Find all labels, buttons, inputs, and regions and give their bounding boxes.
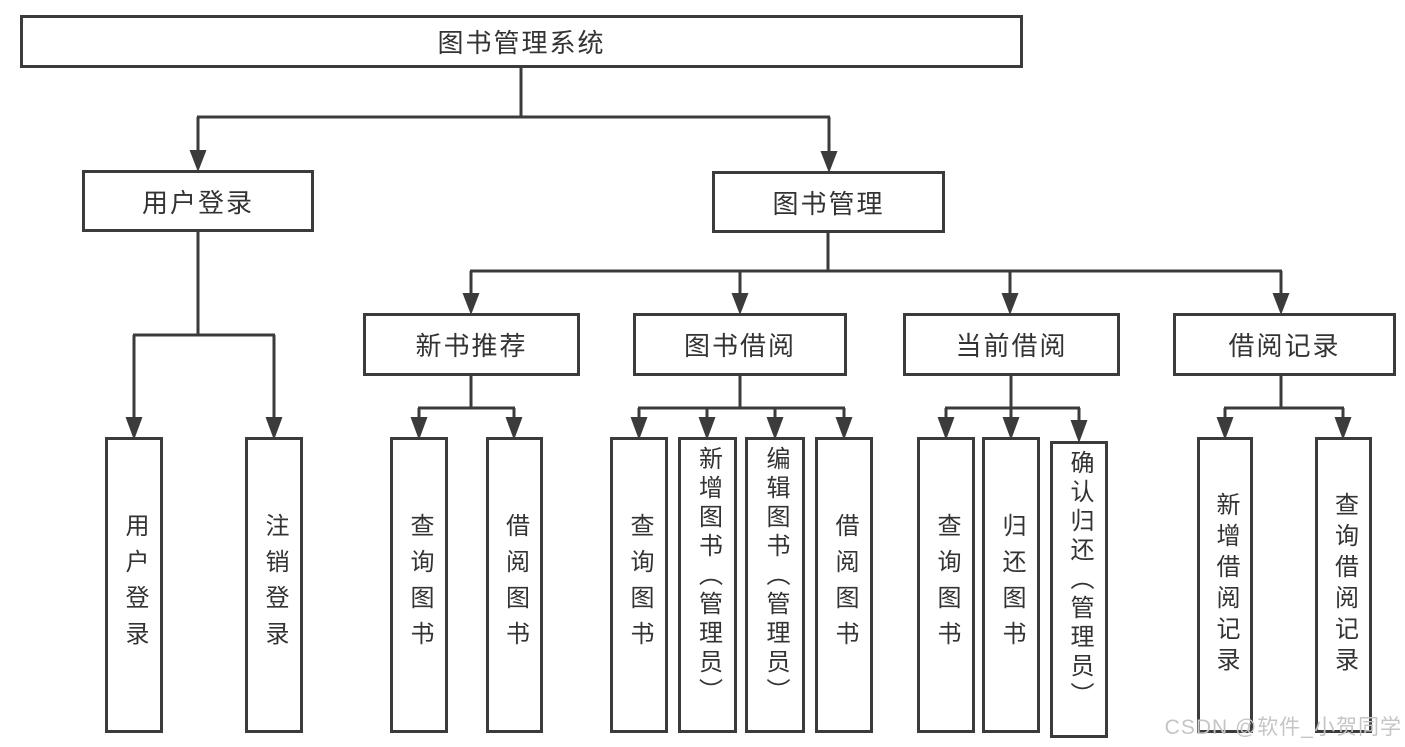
leaf-logout: 注销登录 (245, 437, 303, 733)
leaf-confirm-return-admin-label: 确认归还（管理员） (1066, 450, 1093, 711)
leaf-return-books-label: 归还图书 (998, 513, 1025, 657)
leaf-query-books-current-label: 查询图书 (933, 513, 960, 657)
node-borrow-records: 借阅记录 (1173, 313, 1396, 376)
leaf-confirm-return-admin: 确认归还（管理员） (1050, 441, 1108, 738)
leaf-logout-label: 注销登录 (261, 513, 288, 657)
node-user-login-label: 用户登录 (141, 187, 254, 218)
leaf-add-book-admin: 新增图书（管理员） (678, 437, 737, 733)
leaf-borrow-books-recommend-label: 借阅图书 (501, 513, 529, 657)
leaf-query-books-borrow: 查询图书 (610, 437, 668, 733)
leaf-edit-book-admin: 编辑图书（管理员） (745, 437, 805, 733)
node-book-management: 图书管理 (712, 171, 945, 233)
node-current-borrow-label: 当前借阅 (955, 331, 1068, 361)
leaf-query-books-current: 查询图书 (917, 437, 975, 733)
node-book-borrow-label: 图书借阅 (683, 331, 796, 361)
leaf-return-books: 归还图书 (982, 437, 1040, 733)
node-book-borrow: 图书借阅 (633, 313, 847, 376)
leaf-borrow-books-label: 借阅图书 (831, 513, 858, 657)
csdn-watermark: CSDN @软件_小贺同学 (1164, 716, 1402, 739)
leaf-add-borrow-record: 新增借阅记录 (1197, 437, 1253, 733)
leaf-query-borrow-record-label: 查询借阅记录 (1330, 492, 1358, 678)
leaf-query-books-borrow-label: 查询图书 (626, 513, 653, 657)
node-new-book-recommend: 新书推荐 (363, 313, 580, 376)
node-current-borrow: 当前借阅 (903, 313, 1120, 376)
leaf-query-borrow-record: 查询借阅记录 (1315, 437, 1372, 733)
leaf-add-borrow-record-label: 新增借阅记录 (1212, 492, 1239, 678)
leaf-edit-book-admin-label: 编辑图书（管理员） (762, 446, 789, 707)
leaf-add-book-admin-label: 新增图书（管理员） (694, 446, 722, 707)
leaf-user-login-label: 用户登录 (121, 513, 148, 657)
leaf-user-login: 用户登录 (105, 437, 163, 733)
leaf-borrow-books: 借阅图书 (815, 437, 873, 733)
node-book-management-label: 图书管理 (772, 188, 885, 219)
leaf-query-books-recommend: 查询图书 (390, 437, 448, 733)
node-borrow-records-label: 借阅记录 (1228, 331, 1341, 361)
leaf-borrow-books-recommend: 借阅图书 (486, 437, 543, 733)
node-new-book-recommend-label: 新书推荐 (415, 331, 528, 361)
leaf-query-books-recommend-label: 查询图书 (406, 513, 433, 657)
node-root-library-system: 图书管理系统 (20, 15, 1023, 68)
node-user-login: 用户登录 (82, 170, 314, 232)
node-root-label: 图书管理系统 (437, 28, 606, 58)
